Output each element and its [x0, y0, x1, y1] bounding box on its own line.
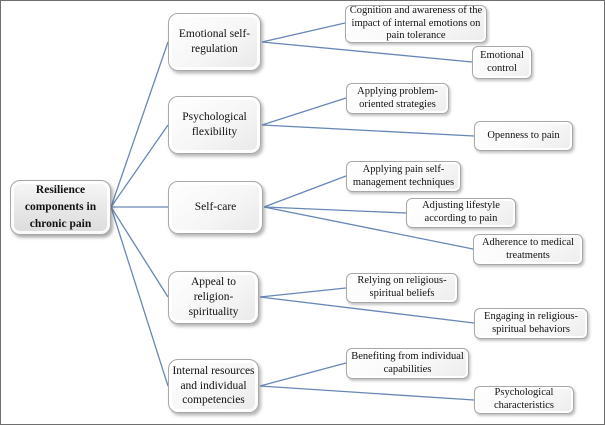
- node-emotional-control: Emotional control: [472, 46, 532, 79]
- node-appeal-to-religion-spirituality: Appeal to religion-spirituality: [168, 271, 259, 324]
- branch-1-connectors: [261, 97, 475, 137]
- branch-0-connectors: [261, 22, 473, 63]
- branch-3-connectors: [259, 287, 475, 324]
- node-engaging-religious-spiritual-behaviors: Engaging in religious-spiritual behavior…: [474, 308, 588, 339]
- node-self-care: Self-care: [168, 181, 263, 234]
- node-adjusting-lifestyle: Adjusting lifestyle according to pain: [406, 198, 516, 228]
- node-cognition-awareness-internal-emotions: Cognition and awareness of the impact of…: [345, 5, 487, 43]
- node-relying-religious-spiritual-beliefs: Relying on religious-spiritual beliefs: [346, 273, 458, 303]
- node-emotional-self-regulation: Emotional self-regulation: [168, 13, 261, 71]
- node-applying-problem-oriented-strategies: Applying problem-oriented strategies: [346, 83, 449, 114]
- branch-4-connectors: [259, 362, 475, 401]
- node-psychological-characteristics: Psychological characteristics: [474, 386, 574, 414]
- branch-2-connectors: [263, 175, 474, 250]
- node-openness-to-pain: Openness to pain: [474, 121, 573, 151]
- node-root-resilience-components: Resilience components in chronic pain: [10, 180, 111, 235]
- node-applying-pain-self-management: Applying pain self-management techniques: [346, 161, 461, 192]
- node-psychological-flexibility: Psychological flexibility: [168, 96, 261, 154]
- node-benefiting-individual-capabilities: Benefiting from individual capabilities: [346, 348, 469, 379]
- node-internal-resources-competencies: Internal resources and individual compet…: [168, 359, 259, 413]
- node-adherence-medical-treatments: Adherence to medical treatments: [473, 234, 583, 265]
- root-connectors: [110, 41, 169, 387]
